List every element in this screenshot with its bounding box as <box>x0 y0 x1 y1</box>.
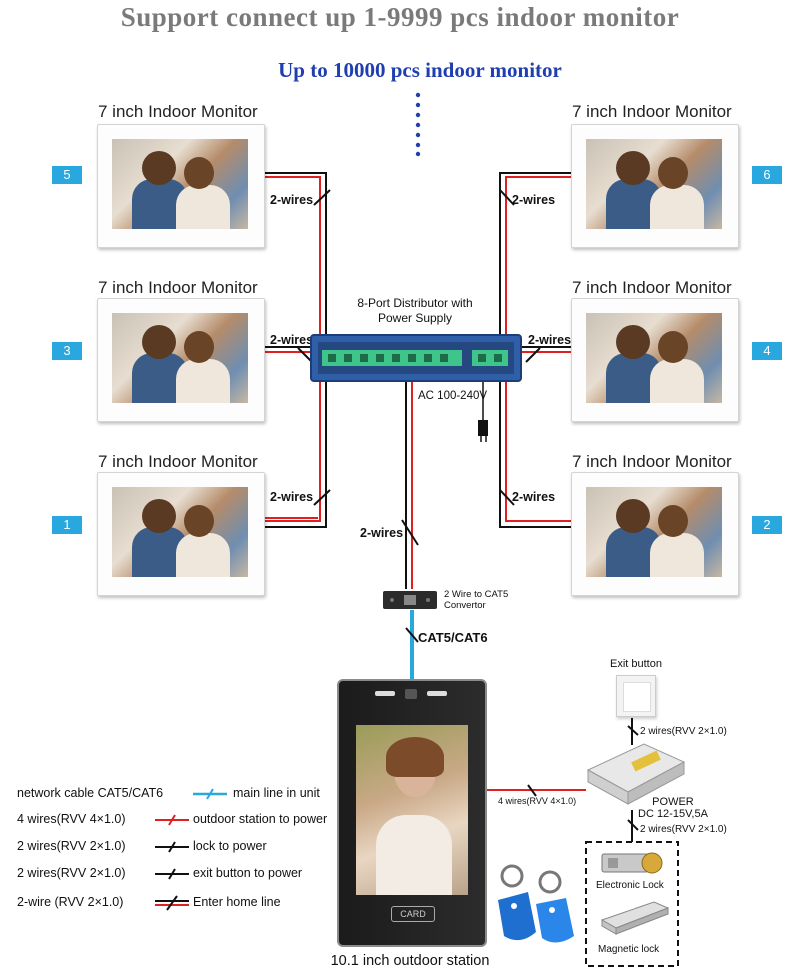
convertor-label: 2 Wire to CAT5 Convertor <box>444 589 508 611</box>
page-subtitle: Up to 10000 pcs indoor monitor <box>278 58 562 82</box>
convertor-label-line1: 2 Wire to CAT5 <box>444 589 509 600</box>
station-screen <box>356 725 468 895</box>
wire-label: 2-wires <box>512 193 556 207</box>
indoor-monitor <box>97 472 265 596</box>
legend-description: main line in unit <box>233 786 320 800</box>
camera-icon <box>405 689 417 699</box>
monitor-screen <box>112 313 248 403</box>
wire-label: 2-wires <box>360 526 404 540</box>
legend-cable-type: 2-wire (RVV 2×1.0) <box>17 895 124 909</box>
wire-label: 2-wires <box>270 193 314 207</box>
monitor-screen <box>586 139 722 229</box>
legend-swatch-black <box>155 841 189 853</box>
legend-swatch-network <box>193 788 227 800</box>
monitor-label: 7 inch Indoor Monitor <box>98 102 258 121</box>
indoor-monitor <box>571 472 739 596</box>
legend-description: Enter home line <box>193 895 281 909</box>
legend-description: exit button to power <box>193 866 303 880</box>
monitor-label: 7 inch Indoor Monitor <box>572 452 732 471</box>
magnetic-lock-label: Magnetic lock <box>598 944 660 955</box>
wire-label: 2-wires <box>528 333 572 347</box>
monitor-label: 7 inch Indoor Monitor <box>572 102 732 121</box>
legend-swatch-black <box>155 868 189 880</box>
lock-wire-label: 2 wires(RVV 2×1.0) <box>640 824 727 835</box>
legend-cable-type: network cable CAT5/CAT6 <box>17 786 164 800</box>
indoor-monitor <box>571 124 739 248</box>
exit-button-wire-label: 2 wires(RVV 2×1.0) <box>640 726 727 737</box>
electronic-lock-label: Electronic Lock <box>596 880 664 891</box>
monitor-number-badge: 6 <box>752 166 782 184</box>
monitor-screen <box>586 313 722 403</box>
monitor-screen <box>586 487 722 577</box>
wire-label: 2-wires <box>512 490 556 504</box>
legend-swatch-two-wire <box>155 895 189 911</box>
monitor-number-badge: 5 <box>52 166 82 184</box>
monitor-number-badge: 1 <box>52 516 82 534</box>
card-reader: CARD <box>391 906 435 922</box>
outdoor-station: CARD <box>337 679 487 947</box>
distributor-box <box>310 334 522 382</box>
electronic-lock-icon <box>601 852 663 874</box>
monitor-screen <box>112 139 248 229</box>
station-light-right <box>427 691 447 696</box>
monitor-label: 7 inch Indoor Monitor <box>572 278 732 297</box>
monitor-label: 7 inch Indoor Monitor <box>98 278 258 297</box>
legend-swatch-red <box>155 814 189 826</box>
keyfob-icon <box>498 864 574 943</box>
legend-cable-type: 2 wires(RVV 2×1.0) <box>17 839 126 853</box>
power-supply-box <box>586 743 686 805</box>
indoor-monitor <box>571 298 739 422</box>
monitor-screen <box>112 487 248 577</box>
ac-voltage-label: AC 100-240V <box>418 390 488 402</box>
monitor-number-badge: 4 <box>752 342 782 360</box>
exit-button-label: Exit button <box>610 658 662 670</box>
convertor-box <box>383 591 437 609</box>
station-light-left <box>375 691 395 696</box>
distributor-label-line1: 8-Port Distributor with <box>357 296 473 310</box>
continuation-dots <box>415 92 421 157</box>
legend-cable-type: 4 wires(RVV 4×1.0) <box>17 812 126 826</box>
distributor-label-line2: Power Supply <box>377 311 453 325</box>
exit-button <box>616 675 656 717</box>
convertor-label-line2: Convertor <box>444 600 486 611</box>
page-title: Support connect up 1-9999 pcs indoor mon… <box>120 2 680 32</box>
legend-description: outdoor station to power <box>193 812 328 826</box>
outdoor-station-label: 10.1 inch outdoor station <box>330 953 490 969</box>
monitor-number-badge: 3 <box>52 342 82 360</box>
power-label-line1: POWER <box>652 796 694 808</box>
magnetic-lock-icon <box>600 901 670 935</box>
indoor-monitor <box>97 124 265 248</box>
cat-cable-label: CAT5/CAT6 <box>418 630 488 645</box>
power-label: POWER DC 12-15V,5A <box>638 796 708 820</box>
legend-cable-type: 2 wires(RVV 2×1.0) <box>17 866 126 880</box>
monitor-label: 7 inch Indoor Monitor <box>98 452 258 471</box>
station-power-wire-label: 4 wires(RVV 4×1.0) <box>498 796 577 806</box>
legend-description: lock to power <box>193 839 267 853</box>
wire-label: 2-wires <box>270 490 314 504</box>
power-label-line2: DC 12-15V,5A <box>638 808 708 820</box>
indoor-monitor <box>97 298 265 422</box>
wire-label: 2-wires <box>270 333 314 347</box>
monitor-number-badge: 2 <box>752 516 782 534</box>
distributor-label: 8-Port Distributor with Power Supply <box>340 296 490 326</box>
